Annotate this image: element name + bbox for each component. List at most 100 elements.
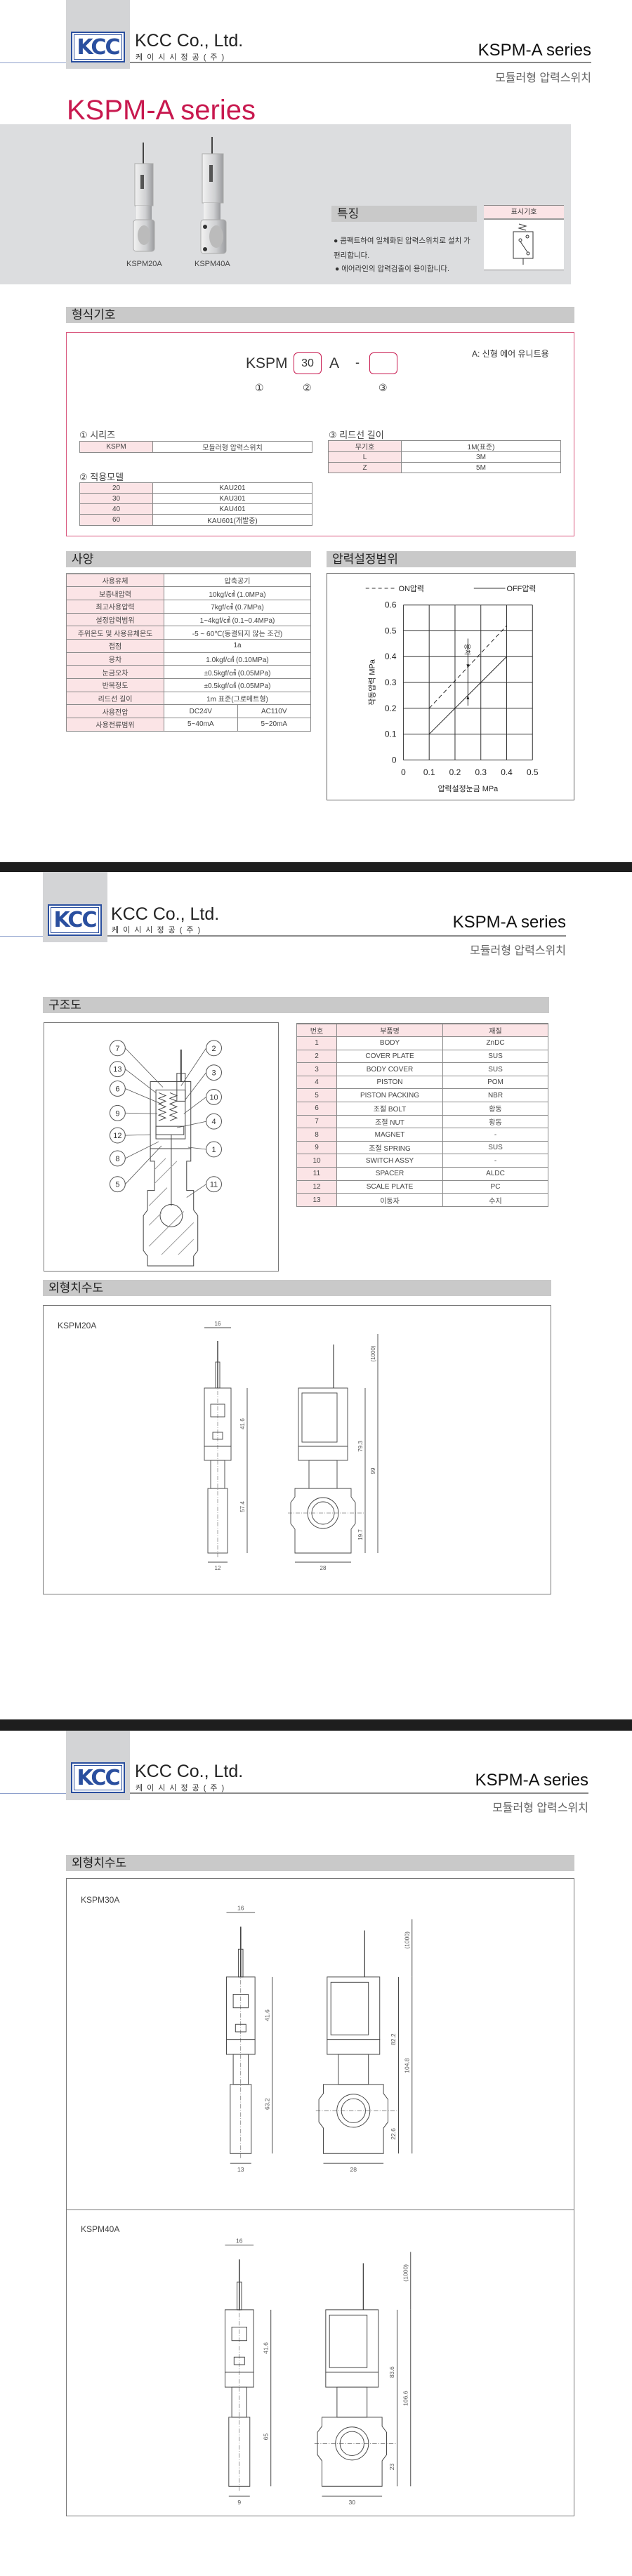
arrow-head (466, 664, 470, 668)
table-cell: SUS (442, 1140, 548, 1155)
leader-line (187, 1147, 206, 1150)
header-line (107, 935, 566, 937)
series-title: KSPM-A series (478, 41, 591, 60)
table-cell: 4 (296, 1075, 337, 1090)
dim-lower-height: 57.4 (239, 1501, 246, 1512)
table-cell: 부품명 (336, 1023, 443, 1038)
table-cell: 5~20mA (237, 718, 311, 732)
leader-line (125, 1088, 162, 1104)
dim-upper-height: 41.6 (239, 1418, 246, 1429)
table-cell: 사용전류범위 (66, 718, 164, 732)
table-cell: 압축공기 (164, 573, 311, 588)
x-tick-label: 0.3 (475, 767, 487, 777)
page-divider (0, 1719, 632, 1731)
table-cell: 수지 (442, 1193, 548, 1207)
dim-bottom-width: 13 (237, 2166, 244, 2173)
dimensions-heading: 외형치수도 (43, 1280, 551, 1296)
y-tick-label: 0 (392, 755, 397, 765)
side-tube (338, 2054, 369, 2085)
table-cell: DC24V (164, 704, 238, 719)
table-cell: ±0.5kgf/㎠ (0.05MPa) (164, 678, 311, 692)
logo-text: KCC (74, 1765, 122, 1790)
table-cell: -5 ~ 60℃(동결되지 않는 조건) (164, 626, 311, 640)
code-suffix: A (329, 355, 340, 371)
callout-number: 1 (212, 1146, 216, 1154)
table-cell: 응차 (66, 652, 164, 666)
table-cell: Z (328, 462, 402, 473)
code-marker: ③ (378, 382, 388, 393)
table-cell: ZnDC (442, 1036, 548, 1050)
models-table-title: ② 적용모델 (79, 472, 124, 482)
callout-circle (109, 1127, 126, 1144)
logo-text: KCC (74, 34, 122, 60)
dim-cable-length: (1000) (403, 1931, 410, 1949)
table-cell: SCALE PLATE (336, 1180, 443, 1194)
dim-pipe-center: 23 (388, 2463, 395, 2470)
y-tick-label: 0.3 (385, 678, 397, 687)
x-tick-label: 0 (401, 767, 406, 777)
table-cell: 주위온도 및 사용유체온도 (66, 626, 164, 640)
table-cell: KAU201 (152, 482, 312, 494)
y-tick-label: 0.2 (385, 704, 397, 713)
dim-cable-length: (1000) (402, 2264, 409, 2282)
callout-number: 10 (209, 1093, 218, 1102)
series-subtitle: 모듈러형 압력스위치 (495, 72, 591, 84)
leader-line (185, 1072, 206, 1100)
code-note: A: 신형 에어 유니트용 (472, 349, 549, 359)
series-subtitle: 모듈러형 압력스위치 (492, 1802, 588, 1814)
table-cell: 황동 (442, 1102, 548, 1116)
side-lower-body (317, 2417, 388, 2487)
product-label: KSPM20A (126, 260, 162, 268)
drawing-model-label: KSPM20A (58, 1321, 97, 1330)
company-name-kr: 케이시시정공(주) (136, 1784, 229, 1792)
callout-circle (109, 1040, 126, 1057)
table-cell: COVER PLATE (336, 1049, 443, 1064)
table-cell: 1a (164, 638, 311, 653)
table-cell: 사용전압 (66, 704, 164, 719)
company-name: KCC Co., Ltd. (135, 1762, 244, 1781)
dim-bottom-width: 12 (215, 1565, 221, 1571)
dimension-box (66, 1878, 574, 2516)
product-image-kspm20a (133, 143, 155, 252)
callout-number: 7 (115, 1045, 119, 1053)
callout-circle (206, 1088, 222, 1105)
table-cell: 11 (296, 1167, 337, 1181)
table-cell: 모듈러형 압력스위치 (152, 441, 312, 453)
spec-heading: 사양 (66, 551, 311, 567)
company-name: KCC Co., Ltd. (135, 31, 244, 51)
table-cell: 무기호 (328, 440, 402, 452)
y-tick-label: 0.1 (385, 729, 397, 739)
table-row: 반복정도±0.5kgf/㎠ (0.05MPa) (66, 678, 311, 692)
drawing-model-label: KSPM40A (81, 2224, 120, 2234)
table-cell: 3M (401, 451, 561, 463)
page-title: KSPM-A series (67, 95, 256, 126)
dim-center-height: 79.3 (357, 1441, 364, 1452)
side-collar (327, 2039, 381, 2055)
symbol-heading: 표시기호 (484, 206, 564, 220)
header-line (0, 1793, 66, 1794)
feature-bullet: ● 에어라인의 압력검출이 용이합니다. (335, 265, 449, 273)
table-cell: 10kgf/㎠ (1.0MPa) (164, 586, 311, 600)
side-panel (301, 1392, 338, 1443)
annotation-label: 응차 (463, 644, 471, 655)
table-cell: 재질 (442, 1023, 548, 1038)
table-cell: KSPM (79, 441, 153, 453)
callout-circle (206, 1113, 222, 1130)
leader-line (125, 1069, 157, 1093)
table-cell: 최고사용압력 (66, 599, 164, 614)
code-dash: - (355, 355, 360, 369)
